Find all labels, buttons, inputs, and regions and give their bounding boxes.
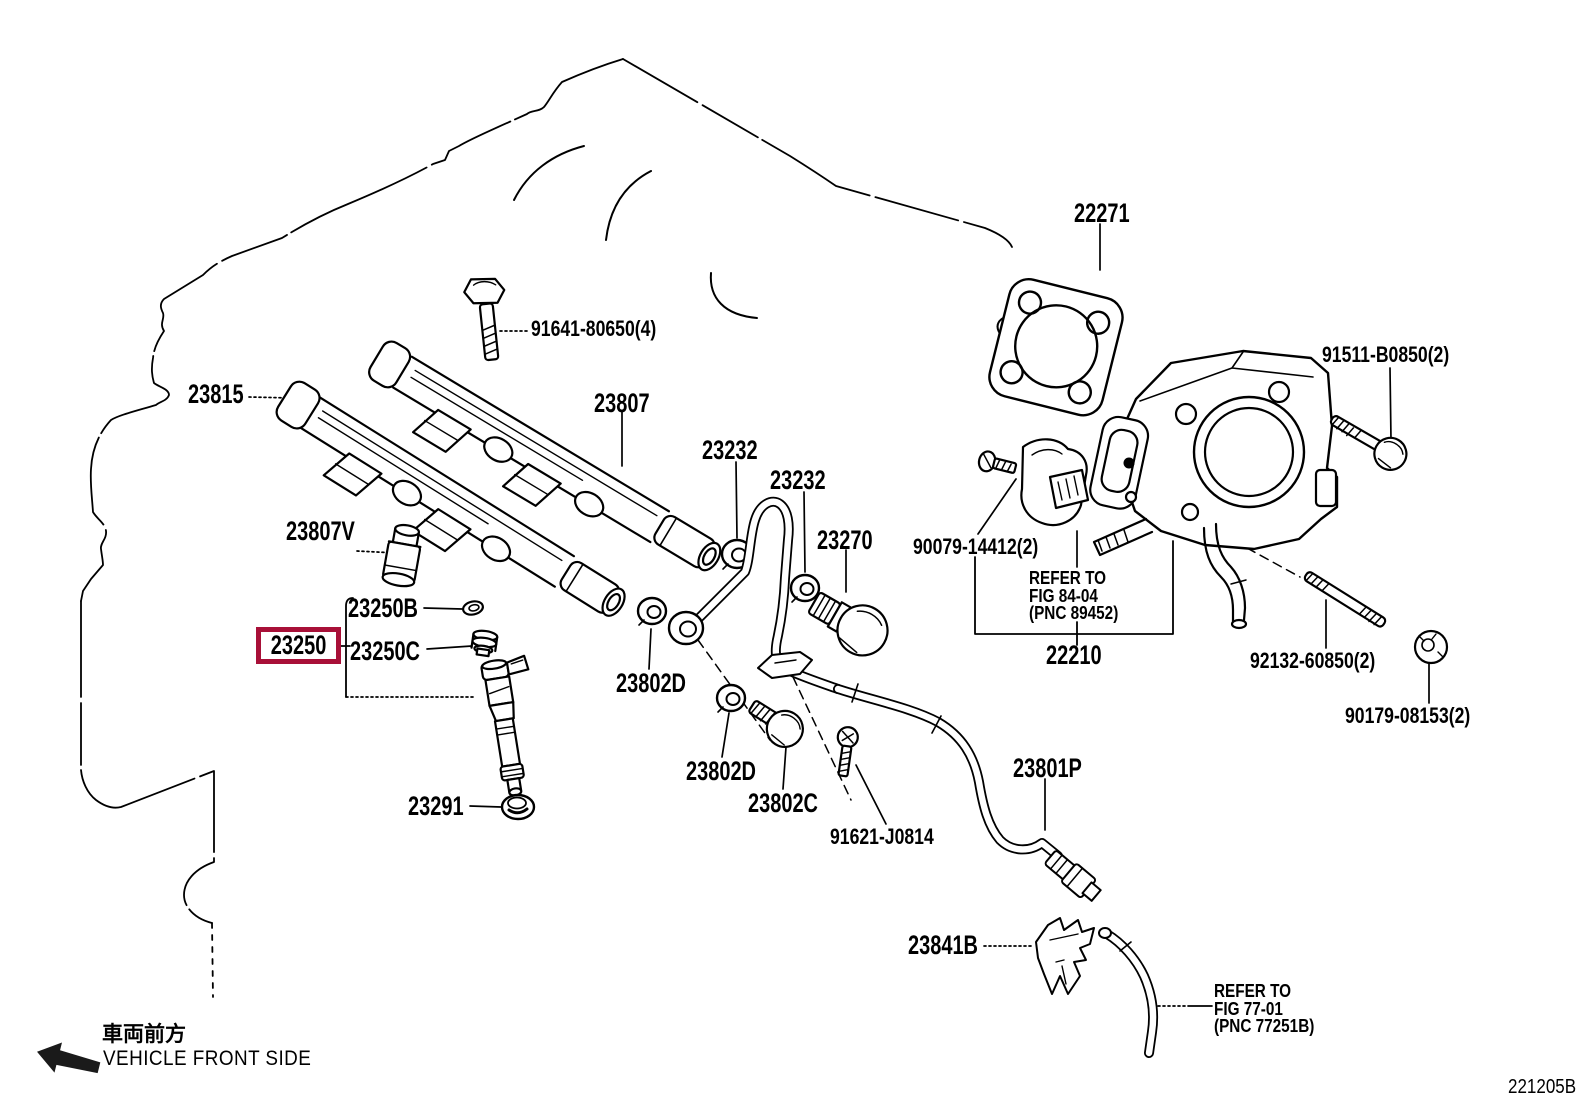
part-label-91621[interactable]: 91621-J0814 [830,824,934,849]
part-label-23802c[interactable]: 23802C [748,788,818,818]
part-label-23270[interactable]: 23270 [817,525,873,555]
note-fig77-line1: REFER TO [1214,981,1292,1001]
part-label-23807[interactable]: 23807 [594,388,650,418]
note-fig77-line3: (PNC 77251B) [1214,1016,1315,1036]
hose-23801p-drawing [833,683,1102,902]
part-label-23250b[interactable]: 23250B [348,593,418,623]
screw-90079-drawing [977,450,1018,474]
note-fig84-line1: REFER TO [1029,568,1107,588]
part-label-90179[interactable]: 90179-08153(2) [1345,703,1471,728]
part-label-23250c[interactable]: 23250C [350,636,420,666]
throttle-body-22210-drawing [1089,349,1339,630]
vehicle-front-label-en: VEHICLE FRONT SIDE [103,1047,312,1070]
part-label-91641[interactable]: 91641-80650(4) [531,316,657,341]
part-label-23250: 23250 [270,630,327,660]
grommet-23250c-drawing [470,629,499,658]
hose-fig77-drawing [1098,927,1159,1058]
bolt-91641-drawing [463,277,506,362]
bolt-23802c-drawing [748,700,804,748]
spacer-23807v-drawing [381,523,422,588]
part-label-23232-1[interactable]: 23232 [702,435,758,465]
leader-lines [248,223,1430,1007]
note-fig77: REFER TO FIG 77-01 (PNC 77251B) [1214,981,1315,1036]
engine-outline [80,58,1013,998]
note-fig84: REFER TO FIG 84-04 (PNC 89452) [1029,568,1119,623]
fuel-rail-23807-drawing [368,340,722,572]
fuel-pipe-drawing [667,496,843,694]
part-label-23807v[interactable]: 23807V [286,516,355,546]
part-label-23815[interactable]: 23815 [188,379,244,409]
grommet-23291-drawing [500,793,536,821]
vehicle-front-arrow-icon [37,1042,101,1074]
fuel-rail-23815-drawing [275,380,626,617]
bolt-91511-drawing [1329,415,1408,471]
oring-23250b-drawing [462,600,484,616]
part-label-23802d-2[interactable]: 23802D [686,756,756,786]
nut-90179-drawing [1413,629,1449,665]
part-label-92132[interactable]: 92132-60850(2) [1250,648,1376,673]
note-fig84-line2: FIG 84-04 [1029,585,1098,606]
oring-23232-drawing-2 [789,573,821,603]
note-fig77-line2: FIG 77-01 [1214,998,1283,1019]
gasket-22271-drawing [988,278,1124,417]
damper-23270-drawing [807,591,889,657]
oring-23802d-drawing-2 [715,683,747,713]
part-label-23801p[interactable]: 23801P [1013,753,1082,783]
part-label-23841b[interactable]: 23841B [908,930,978,960]
figure-code: 221205B [1508,1076,1577,1098]
part-label-23232-2[interactable]: 23232 [770,465,826,495]
highlight-box[interactable]: 23250 [256,627,341,664]
stud-92132-drawing [1303,571,1387,628]
note-fig84-line3: (PNC 89452) [1029,603,1119,623]
vehicle-front-label-jp: 車両前方 [102,1023,186,1046]
part-label-22271[interactable]: 22271 [1074,198,1130,228]
part-label-23802d-1[interactable]: 23802D [616,668,686,698]
part-label-91511[interactable]: 91511-B0850(2) [1322,342,1450,367]
bolt-91621-drawing [836,726,859,778]
part-label-23291[interactable]: 23291 [408,791,464,821]
sensor-89452-drawing [1020,438,1090,527]
oring-23802d-drawing-1 [636,596,668,626]
injector-23250-drawing [480,654,530,797]
part-label-90079[interactable]: 90079-14412(2) [913,534,1039,559]
part-label-22210[interactable]: 22210 [1046,640,1102,670]
clamp-23841b-drawing [1035,917,1095,995]
